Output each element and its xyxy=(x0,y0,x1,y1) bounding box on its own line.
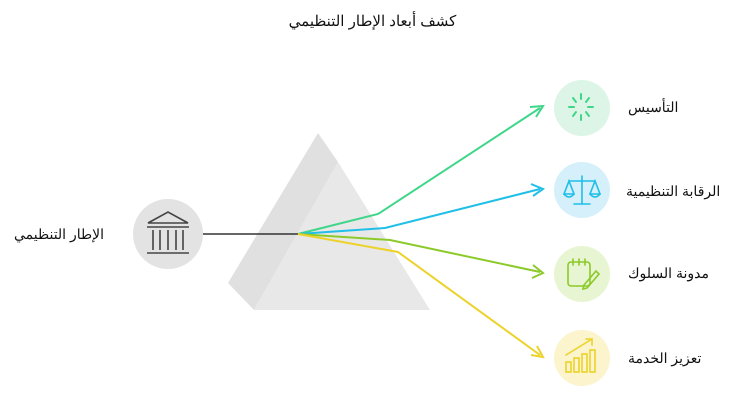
output-label-riqaba: الرقابة التنظيمية xyxy=(626,183,721,199)
scales-icon xyxy=(562,175,602,205)
source-label: الإطار التنظيمي xyxy=(14,226,105,242)
mudawana-circle xyxy=(554,246,610,302)
ray-riqaba xyxy=(297,188,541,235)
ray-tasis xyxy=(297,107,541,235)
growth-chart-icon xyxy=(565,338,596,373)
ray-taziz xyxy=(297,233,541,356)
output-label-mudawana: مدونة السلوك xyxy=(628,265,709,281)
arrowhead-riqaba xyxy=(530,183,546,197)
diagram-title: كشف أبعاد الإطار التنظيمي xyxy=(288,13,457,30)
ray-mudawana xyxy=(297,233,541,273)
arrowhead-taziz xyxy=(530,345,545,359)
arrowhead-tasis xyxy=(529,104,545,118)
output-label-taziz: تعزيز الخدمة xyxy=(628,350,702,366)
arrowhead-mudawana xyxy=(531,264,545,279)
output-label-tasis: التأسيس xyxy=(628,99,679,115)
bank-icon xyxy=(147,211,189,254)
sparkle-icon xyxy=(568,93,594,121)
tasis-circle xyxy=(554,80,610,136)
prism-back xyxy=(228,133,338,310)
clipboard-edit-icon xyxy=(567,258,601,291)
